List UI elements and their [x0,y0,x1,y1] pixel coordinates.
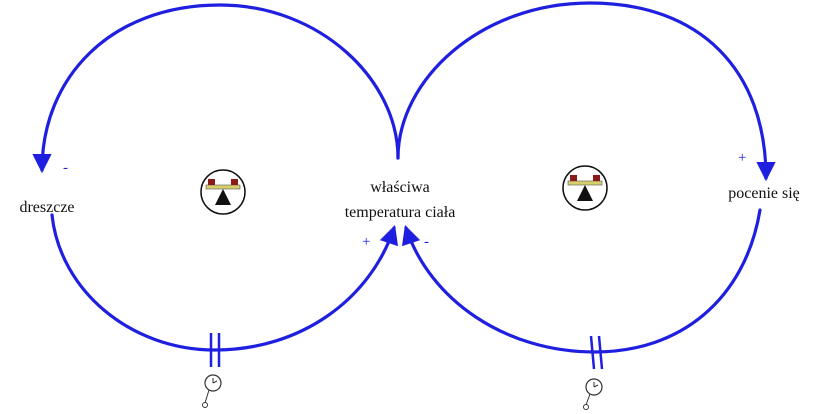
node-pocenie-sie: pocenie się [728,185,800,202]
node-dreszcze: dreszcze [19,199,74,216]
node-temperatura-line2: temperatura ciała [345,204,456,221]
polarity-center-to-left: - [63,160,68,176]
link-left-to-center [50,213,399,352]
link-right-to-center [401,208,762,354]
polarity-center-to-right: + [738,150,746,166]
clock-icon [202,374,222,408]
link-center-to-left [32,3,400,174]
node-temperatura-line1: właściwa [370,179,430,196]
balancing-icon [562,165,608,211]
polarity-right-to-center: - [424,234,429,250]
link-center-to-right [396,1,776,182]
delay-mark-right [589,335,604,370]
delay-mark-left [209,333,221,367]
polarity-left-to-center: + [362,234,370,250]
balancing-icon [200,169,246,215]
clock-icon [583,378,603,410]
